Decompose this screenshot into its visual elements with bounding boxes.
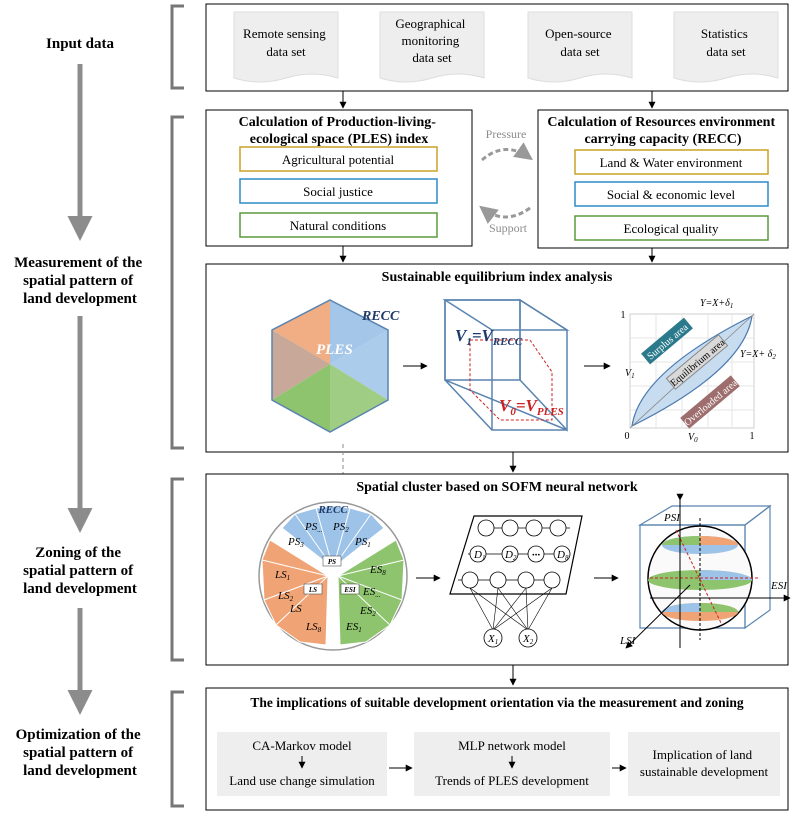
svg-text:0: 0 xyxy=(625,431,630,442)
svg-text:CA-Markov model: CA-Markov model xyxy=(252,738,352,753)
stage-zoning: Zoning of the spatial pattern of land de… xyxy=(23,545,137,597)
pie-es-labels: ES8 ES... ES2 ES1 xyxy=(345,564,386,634)
volume-cube: V1=VRECC V0=VPLES xyxy=(442,298,570,432)
cluster-sphere: PSI ESI LSI xyxy=(619,493,791,649)
svg-text:LS1: LS1 xyxy=(274,569,290,582)
svg-text:D8: D8 xyxy=(556,549,569,562)
stage-measurement: Measurement of the spatial pattern of la… xyxy=(14,255,146,307)
sofm-network: D1 D2 ··· D8 X1 X2 xyxy=(449,515,583,648)
pie-tags: PS LS ESI xyxy=(303,555,360,595)
recc-title: Calculation of Resources environment car… xyxy=(547,115,778,147)
svg-text:Land use change simulation: Land use change simulation xyxy=(229,773,375,788)
svg-text:Remote sensing data se: Remote sensing data set xyxy=(243,26,329,59)
pie-ls-labels: LS1 LS2 LS LS8 xyxy=(274,569,322,634)
plot-line-upper: Y=X+δ1 xyxy=(700,298,733,310)
svg-text:D1: D1 xyxy=(473,549,485,562)
recc-item-social-economic xyxy=(574,181,769,207)
ples-item-social xyxy=(239,178,438,204)
axis-esi: ESI xyxy=(770,580,788,592)
svg-text:LS: LS xyxy=(289,603,302,615)
pressure-support-flow: Pressure Support xyxy=(479,127,533,235)
svg-text:Social justice: Social justice xyxy=(303,184,373,199)
plot-x-label: V0 xyxy=(688,432,698,444)
svg-text:Geographical monitorin: Geographical monitoring data set xyxy=(395,16,468,65)
input-doc-geographical: Geographical monitoring data set xyxy=(379,11,485,83)
implications-panel: The implications of suitable development… xyxy=(205,687,789,811)
cube-ples-label: PLES xyxy=(316,342,353,358)
ples-recc-cube: RECC PLES xyxy=(271,299,400,433)
svg-text:LS2: LS2 xyxy=(277,590,294,603)
plot-line-lower: Y=X+ δ2 xyxy=(740,349,776,361)
svg-text:PS2: PS2 xyxy=(332,521,349,534)
svg-text:PS1: PS1 xyxy=(354,536,371,549)
svg-text:ES2: ES2 xyxy=(359,605,376,618)
svg-text:Statistics data set: Statistics data set xyxy=(701,26,751,59)
svg-text:PS3: PS3 xyxy=(287,536,304,549)
axis-lsi: LSI xyxy=(619,635,637,647)
ples-calc-panel: Calculation of Production-living- ecolog… xyxy=(205,109,473,247)
support-label: Support xyxy=(489,221,528,235)
svg-text:ES...: ES... xyxy=(362,586,381,599)
ples-title: Calculation of Production-living- ecolog… xyxy=(239,115,440,147)
recc-item-ecological xyxy=(574,215,769,241)
pie-ps-labels: PS3 PS... PS2 PS1 xyxy=(287,521,371,549)
input-data-panel: Remote sensing data set Geographical mon… xyxy=(205,3,789,92)
svg-text:Open-source data set: Open-source data set xyxy=(545,26,615,59)
svg-text:LS: LS xyxy=(308,586,317,594)
svg-text:D2: D2 xyxy=(504,549,517,562)
equilibrium-plot: Surplus area Equilibrium area Overloaded… xyxy=(621,298,777,444)
svg-text:LS8: LS8 xyxy=(305,621,322,634)
input-doc-statistics: Statistics data set xyxy=(673,11,779,83)
svg-text:Natural conditions: Natural conditions xyxy=(290,218,386,233)
svg-text:Trends of PLES development: Trends of PLES development xyxy=(435,773,589,788)
sofm-panel: Spatial cluster based on SOFM neural net… xyxy=(205,473,791,666)
svg-text:1: 1 xyxy=(621,310,626,321)
sofm-pie: RECC PS3 PS... PS2 PS1 LS1 LS2 LS LS8 ES… xyxy=(258,501,408,651)
plot-y-label: V1 xyxy=(625,368,635,380)
svg-text:ES8: ES8 xyxy=(369,564,386,577)
svg-text:MLP network model: MLP network model xyxy=(458,738,566,753)
stage-brackets xyxy=(170,4,184,808)
ples-item-natural xyxy=(239,212,438,238)
stage-input-data: Input data xyxy=(46,36,114,52)
svg-text:Agricultural potential: Agricultural potential xyxy=(282,152,395,167)
implications-title: The implications of suitable development… xyxy=(250,695,744,710)
svg-text:Ecological quality: Ecological quality xyxy=(624,221,719,236)
pressure-label: Pressure xyxy=(486,127,527,141)
svg-text:PS...: PS... xyxy=(304,521,323,534)
svg-text:ESI: ESI xyxy=(343,586,356,594)
sei-panel: Sustainable equilibrium index analysis R… xyxy=(205,263,789,453)
cube-recc-label: RECC xyxy=(361,309,400,324)
recc-item-land-water xyxy=(574,149,769,175)
svg-text:X1: X1 xyxy=(487,633,498,646)
recc-calc-panel: Calculation of Resources environment car… xyxy=(537,109,789,249)
axis-psi: PSI xyxy=(663,512,681,524)
implication-box: Implication of land sustainable developm… xyxy=(628,732,780,796)
sei-title: Sustainable equilibrium index analysis xyxy=(382,270,613,285)
input-doc-open-source: Open-source data set xyxy=(527,11,633,83)
svg-text:Implication of land su: Implication of land sustainable developm… xyxy=(640,747,769,779)
svg-text:1: 1 xyxy=(750,431,755,442)
svg-text:Land & Water environment: Land & Water environment xyxy=(600,155,743,170)
svg-text:···: ··· xyxy=(532,549,541,561)
mlp-box: MLP network model Trends of PLES develop… xyxy=(414,732,610,796)
svg-text:X2: X2 xyxy=(522,633,534,646)
svg-text:PS: PS xyxy=(328,558,336,566)
svg-text:ES1: ES1 xyxy=(345,621,362,634)
input-doc-remote-sensing: Remote sensing data set xyxy=(233,11,339,83)
v1-label: V1=VRECC xyxy=(455,326,523,348)
pie-recc-label: RECC xyxy=(317,504,348,516)
svg-text:Social & economic level: Social & economic level xyxy=(607,187,736,202)
v0-label: V0=VPLES xyxy=(499,396,564,418)
stage-optimization: Optimization of the spatial pattern of l… xyxy=(16,727,145,779)
sofm-title: Spatial cluster based on SOFM neural net… xyxy=(356,480,638,495)
stage-column: Input data Measurement of the spatial pa… xyxy=(14,4,184,808)
ca-markov-box: CA-Markov model Land use change simulati… xyxy=(217,732,387,796)
ples-item-agricultural xyxy=(239,146,438,172)
